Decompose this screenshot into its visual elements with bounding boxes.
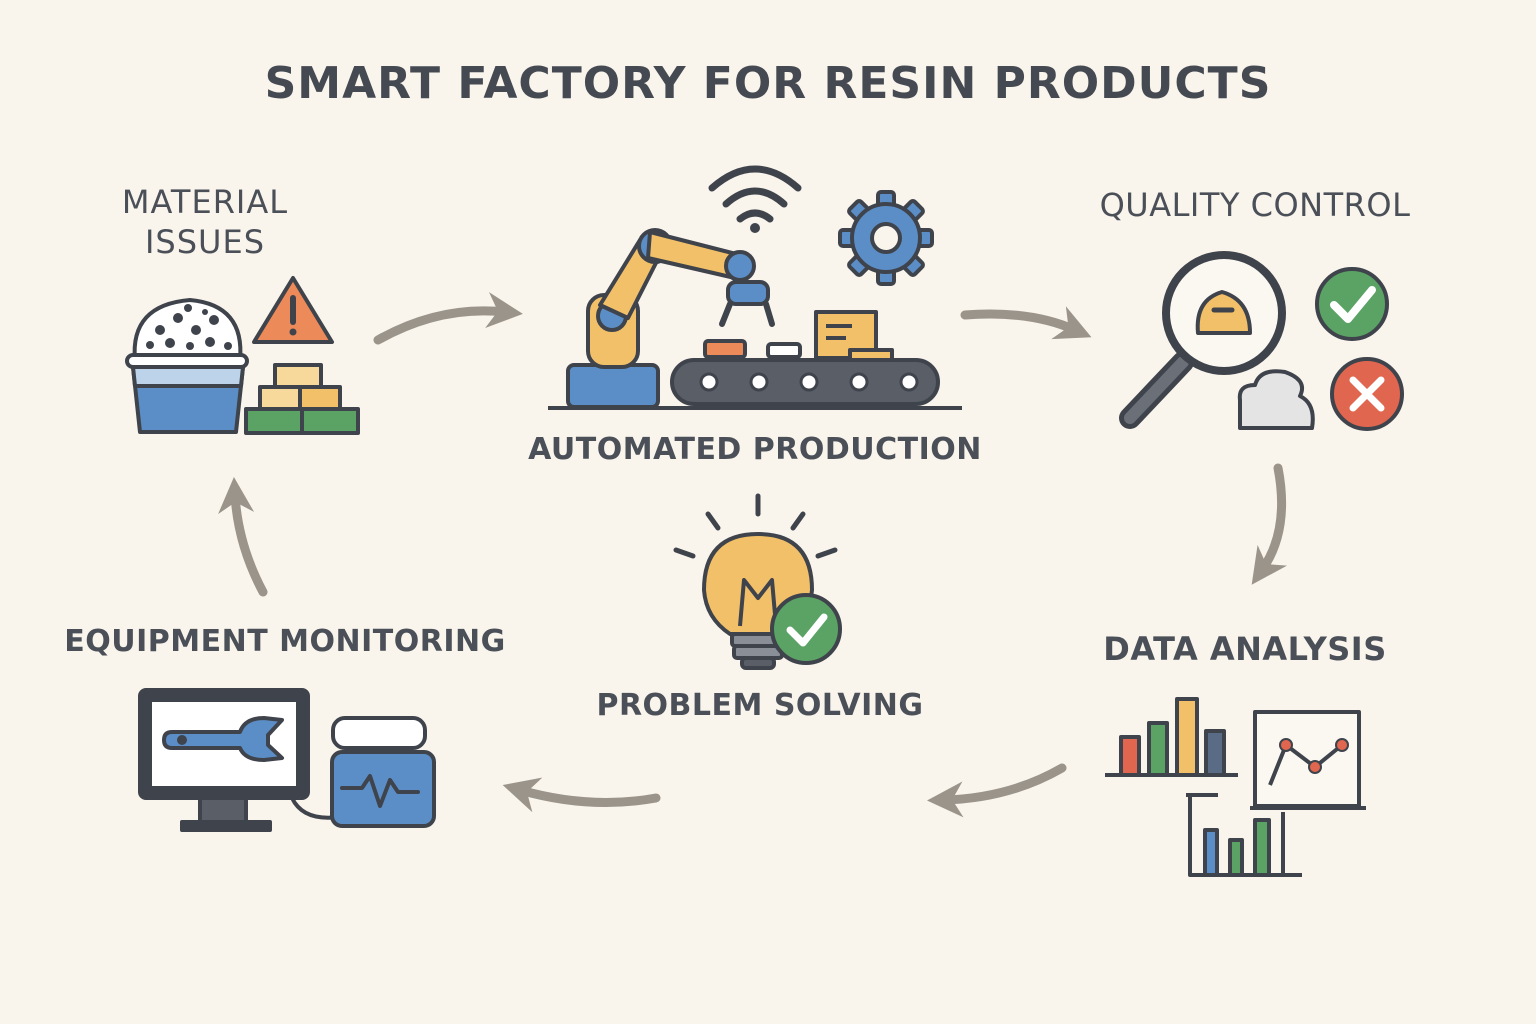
- arrow-equipment-to-material: [218, 477, 268, 597]
- resin-blocks-icon: [244, 363, 360, 435]
- arrow-data-to-problem: [927, 763, 1067, 818]
- automated-production-icon: [548, 165, 962, 410]
- material-issues-label-line1: MATERIAL: [121, 183, 289, 221]
- quality-control-icon: [1119, 251, 1404, 431]
- page-title: SMART FACTORY FOR RESIN PRODUCTS: [264, 58, 1272, 109]
- problem-solving-icon: [673, 493, 842, 670]
- bar-chart-icon: [1105, 697, 1238, 777]
- arrow-production-to-quality: [960, 306, 1092, 340]
- data-analysis-label: DATA ANALYSIS: [1103, 630, 1387, 668]
- small-bar-chart-icon: [1186, 793, 1302, 877]
- material-issues-icon: [125, 276, 360, 435]
- warning-icon: [252, 276, 334, 344]
- cycle-arrows: [218, 292, 1288, 818]
- problem-solving-label: PROBLEM SOLVING: [596, 688, 924, 723]
- equipment-monitoring-label: EQUIPMENT MONITORING: [64, 624, 506, 659]
- light-rays: [673, 493, 838, 559]
- check-icon: [1315, 267, 1389, 341]
- wifi-icon: [708, 165, 802, 233]
- arrow-problem-to-equipment: [502, 777, 661, 813]
- magnifier-icon: [1119, 251, 1286, 429]
- line-chart-icon: [1250, 710, 1366, 810]
- robot-arm-icon: [566, 228, 775, 409]
- monitoring-device-icon: [330, 716, 436, 828]
- wrench-icon: [162, 716, 284, 762]
- arrow-quality-to-data: [1251, 463, 1288, 585]
- material-issues-label-line2: ISSUES: [144, 223, 265, 261]
- reject-x-icon: [1330, 357, 1404, 431]
- check-icon: [770, 593, 842, 665]
- monitor-icon: [138, 688, 310, 832]
- resin-bucket-icon: [125, 298, 249, 434]
- resin-sample-icon: [1237, 369, 1315, 430]
- material-issues-label: MATERIAL ISSUES: [80, 182, 330, 262]
- quality-control-label: QUALITY CONTROL: [1099, 186, 1411, 224]
- data-analysis-icon: [1105, 697, 1366, 877]
- automated-production-label: AUTOMATED PRODUCTION: [528, 432, 982, 467]
- arrow-material-to-production: [373, 292, 523, 345]
- equipment-monitoring-icon: [138, 688, 436, 832]
- gear-icon: [838, 190, 934, 286]
- conveyor-belt-icon: [548, 310, 962, 410]
